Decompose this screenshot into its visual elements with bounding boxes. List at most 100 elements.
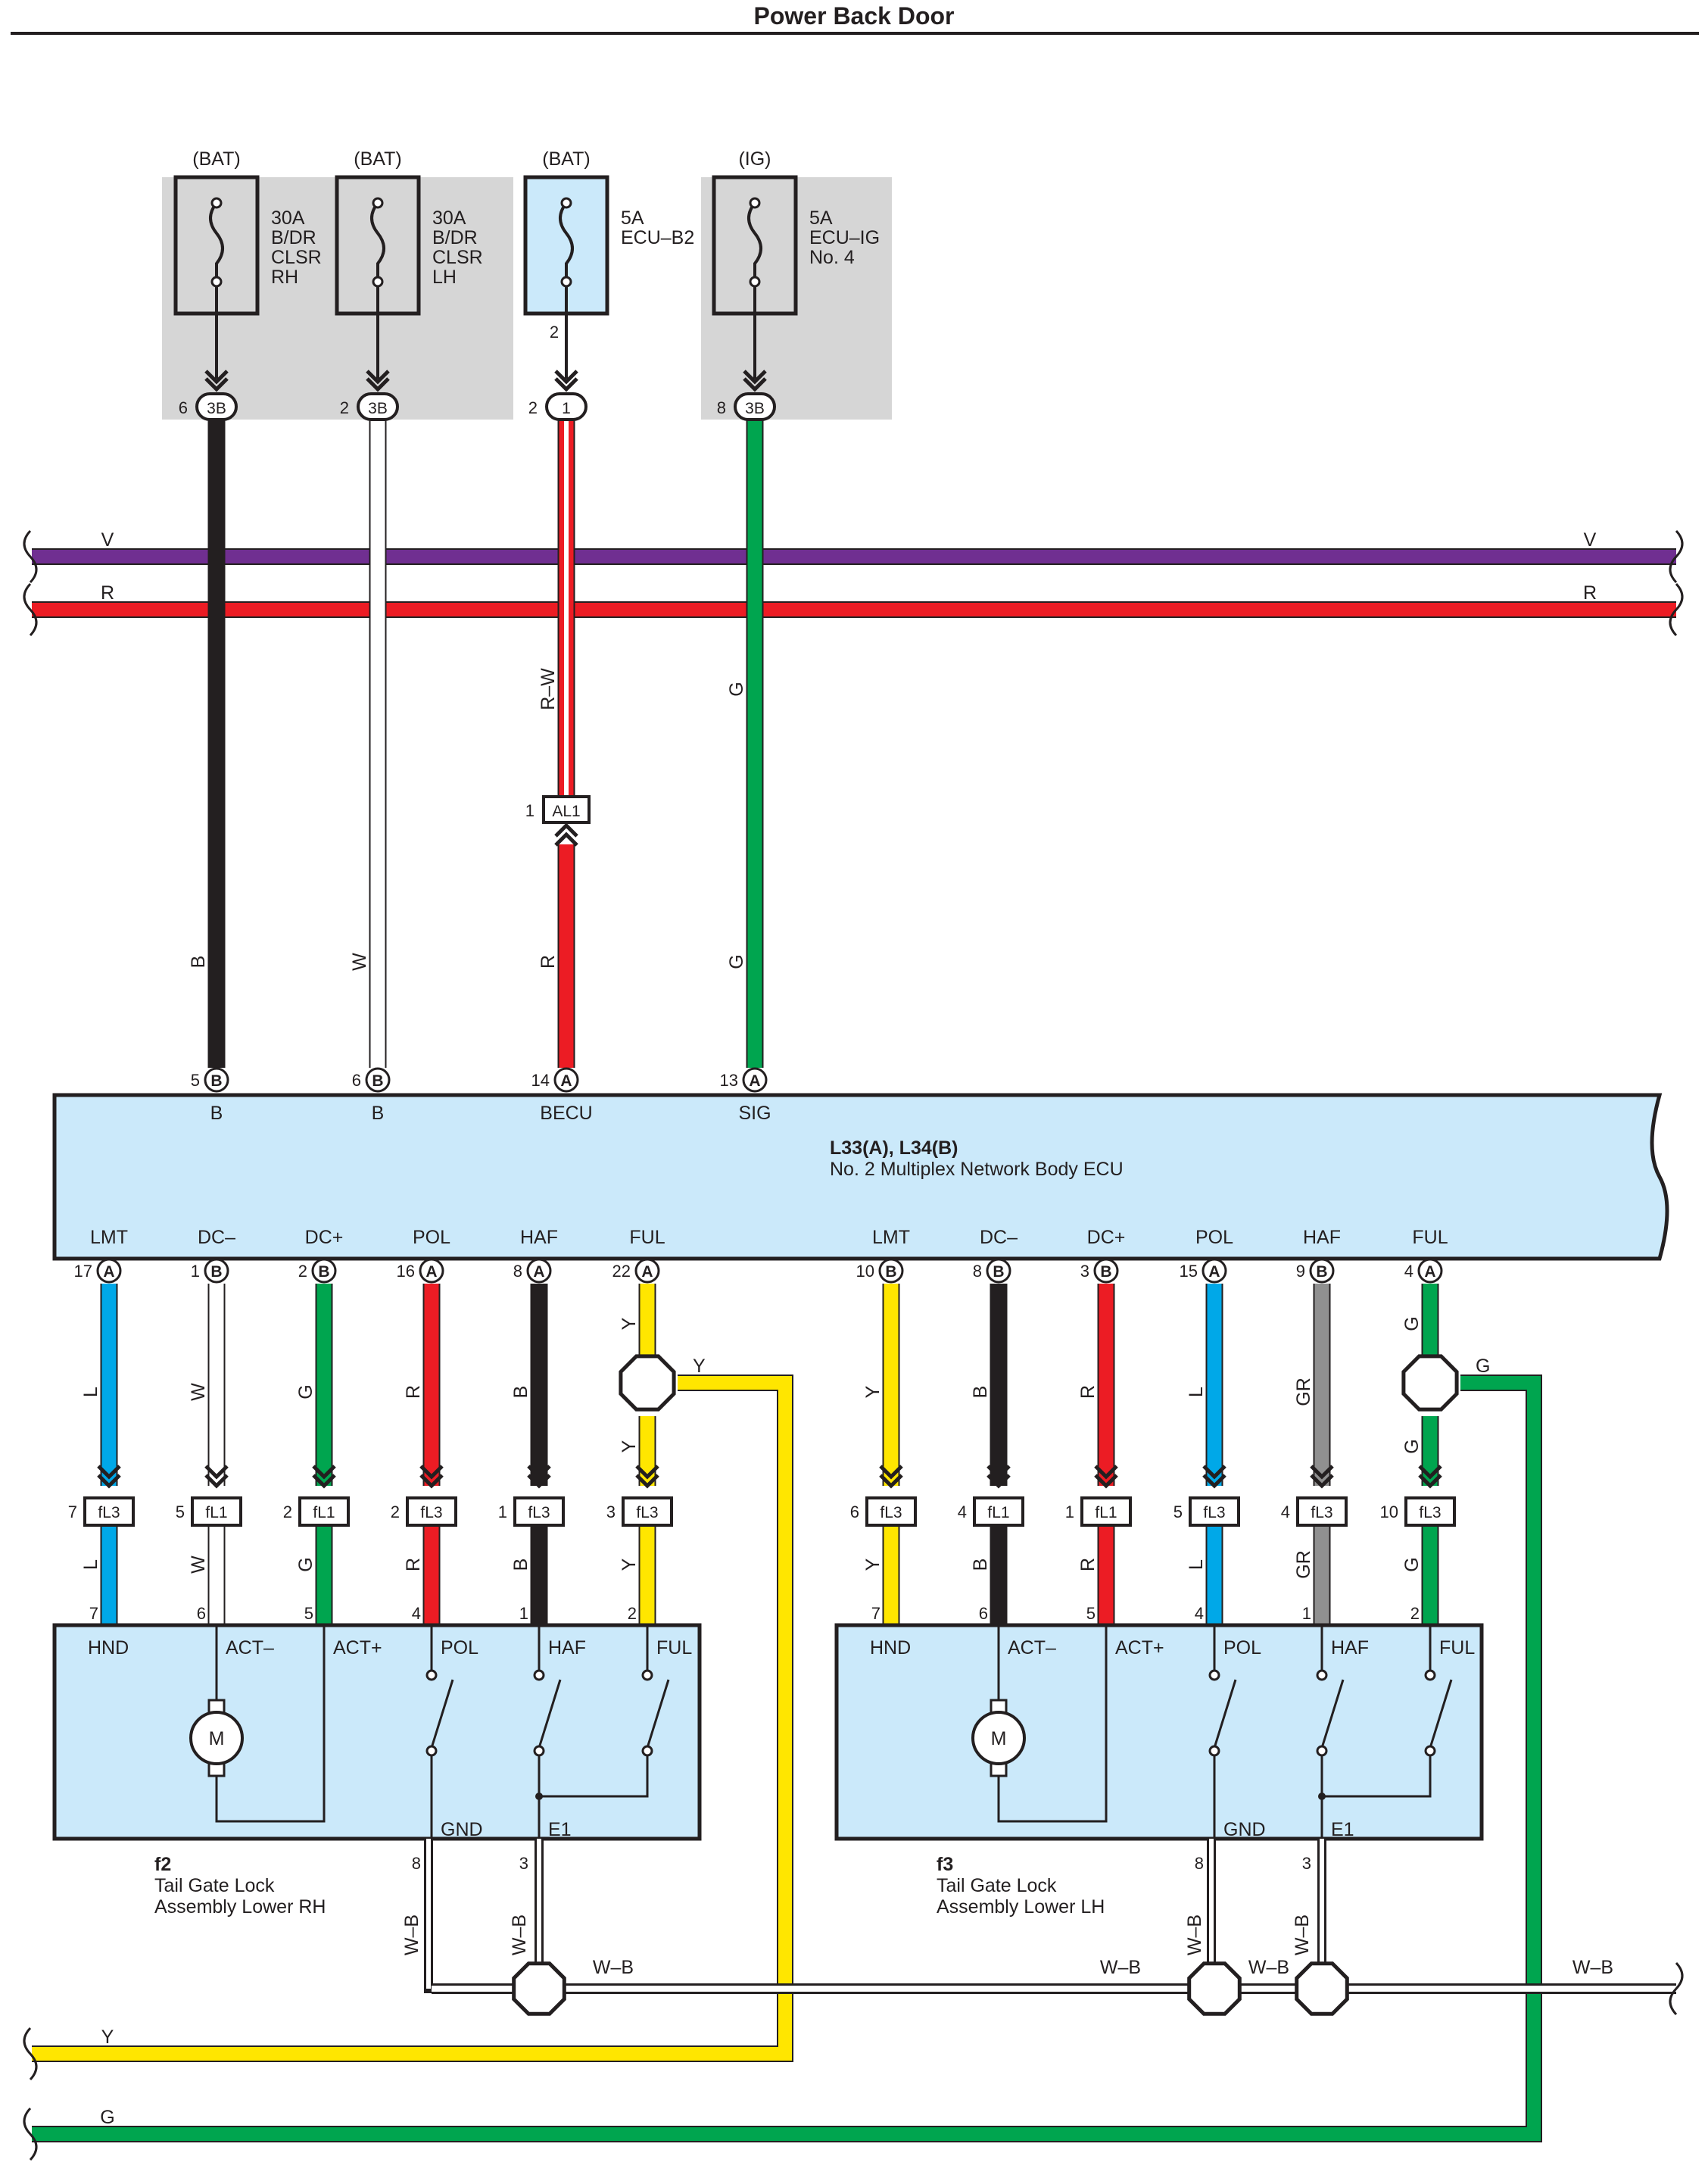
assembly-terminal-label: HND [88, 1637, 129, 1658]
ground-pin: 3 [519, 1854, 528, 1873]
switch-contact [1208, 1669, 1220, 1681]
fuse-connector-label: 1 [562, 400, 571, 417]
ecu-bottom-pin-letter: A [641, 1263, 653, 1281]
bus-label-left: R [101, 582, 114, 604]
wire-label: W–B [509, 1914, 530, 1955]
ecu-bottom-pin-number: 8 [513, 1262, 522, 1281]
fuse-chevron [366, 370, 390, 392]
ecu-bottom-pin-letter: A [1208, 1263, 1220, 1281]
ecu-bottom-pin [204, 1258, 229, 1284]
assembly-terminal-label: HAF [548, 1637, 586, 1658]
assembly-pin: 6 [979, 1604, 988, 1623]
fuse-terminal [560, 197, 572, 209]
ecu-top-pin-number: 6 [352, 1071, 361, 1090]
wire-label: Y [862, 1385, 884, 1398]
switch-contact [1424, 1745, 1436, 1757]
junction-dot [1318, 1793, 1326, 1800]
fuse-rating-text: ECU–IG [809, 227, 880, 248]
fuse-rating-text: LH [432, 267, 457, 288]
fuse-pin-number: 6 [179, 398, 188, 417]
connector-chevron [1310, 1465, 1334, 1489]
assembly-pin: 4 [1195, 1604, 1204, 1623]
ecu-bottom-pin-letter: B [993, 1263, 1004, 1281]
splice-point [1401, 1354, 1459, 1412]
ecu-terminal-name: FUL [629, 1227, 665, 1248]
switch-contact [425, 1669, 438, 1681]
bus-break-left [23, 2107, 38, 2161]
wire-label: G [295, 1384, 316, 1399]
ecu-terminal-name: DC+ [1087, 1227, 1126, 1248]
ground-pin: 8 [1195, 1854, 1204, 1873]
ecu-bottom-pin [1309, 1258, 1335, 1284]
wire-label: W [188, 1555, 209, 1574]
bus-break-left [23, 582, 38, 637]
ground-wire-label: W–B [1100, 1957, 1141, 1978]
switch-contact [1208, 1745, 1220, 1757]
assembly-terminal-label: ACT– [226, 1637, 274, 1658]
wire-label: GR [1293, 1550, 1314, 1579]
connector-pin: 5 [1173, 1502, 1183, 1521]
connector-pin: 1 [1065, 1502, 1074, 1521]
fuse-connector [195, 392, 238, 421]
assembly-name: Tail Gate Lock [937, 1875, 1057, 1896]
assembly-code: f3 [937, 1854, 953, 1875]
wire-label: R [1077, 1558, 1099, 1571]
assembly-pin: 6 [197, 1604, 206, 1623]
connector-box [83, 1496, 135, 1527]
connector-box [406, 1496, 457, 1527]
connector-box [1189, 1496, 1240, 1527]
switch-contact [533, 1745, 545, 1757]
wire-label: W [188, 1383, 209, 1401]
assembly-terminal-label: ACT– [1008, 1637, 1056, 1658]
ecu-bottom-pin [986, 1258, 1011, 1284]
connector-label: fL1 [1095, 1504, 1117, 1521]
fuse-connector [734, 392, 776, 421]
fuse-icon [209, 201, 224, 282]
fuse-rating-text: 30A [271, 208, 305, 229]
fuse-source-label: (BAT) [192, 148, 240, 170]
fuse-icon [559, 201, 574, 282]
assembly-name: Assembly Lower LH [937, 1896, 1105, 1917]
connector-pin: 2 [391, 1502, 400, 1521]
ecu-id: L33(A), L34(B) [830, 1137, 958, 1159]
ground-label: GND [1223, 1819, 1266, 1840]
bus-break-left [23, 529, 38, 584]
connector-chevron [879, 1465, 903, 1489]
switch-contact [1424, 1669, 1436, 1681]
ground-wire-label: W–B [593, 1957, 634, 1978]
assembly-pin: 5 [1086, 1604, 1096, 1623]
wire-label: R [1077, 1385, 1099, 1399]
connector-chevron [527, 1465, 551, 1489]
ecu-top-pin-label: SIG [738, 1103, 771, 1124]
connector-chevron [97, 1465, 121, 1489]
fuse-rating-text: No. 4 [809, 247, 855, 268]
assembly-pin: 1 [1302, 1604, 1311, 1623]
ecu-bottom-pin-letter: B [1100, 1263, 1111, 1281]
fuse-connector-label: 3B [745, 400, 765, 417]
fuse-icon [747, 201, 762, 282]
switch-contact [533, 1669, 545, 1681]
ecu-top-pin-label: B [210, 1103, 223, 1124]
ecu-terminal-name: DC+ [305, 1227, 344, 1248]
connector-chevron [419, 1465, 444, 1489]
connector-chevron [635, 1465, 659, 1489]
wire-label: R [403, 1385, 424, 1399]
fuse-terminal [372, 197, 384, 209]
ecu-terminal-name: FUL [1412, 1227, 1448, 1248]
wire-label: W–B [1184, 1914, 1205, 1955]
motor-label: M [991, 1728, 1007, 1749]
wire-label: R–W [538, 668, 559, 710]
assembly-terminal-label: FUL [656, 1637, 692, 1658]
assembly-pin: 7 [89, 1604, 98, 1623]
connector-pin: 7 [68, 1502, 77, 1521]
fuse-terminal [560, 276, 572, 288]
assembly-pin: 2 [1410, 1604, 1420, 1623]
connector-box [1296, 1496, 1348, 1527]
ecu-terminal-name: POL [413, 1227, 450, 1248]
assembly-box [834, 1623, 1484, 1841]
bus-break-right [1669, 1961, 1684, 2016]
ground-pin: 3 [1302, 1854, 1311, 1873]
bus-break-left [23, 2027, 38, 2081]
motor-symbol [189, 1711, 244, 1765]
assembly-terminal-label: HND [870, 1637, 911, 1658]
